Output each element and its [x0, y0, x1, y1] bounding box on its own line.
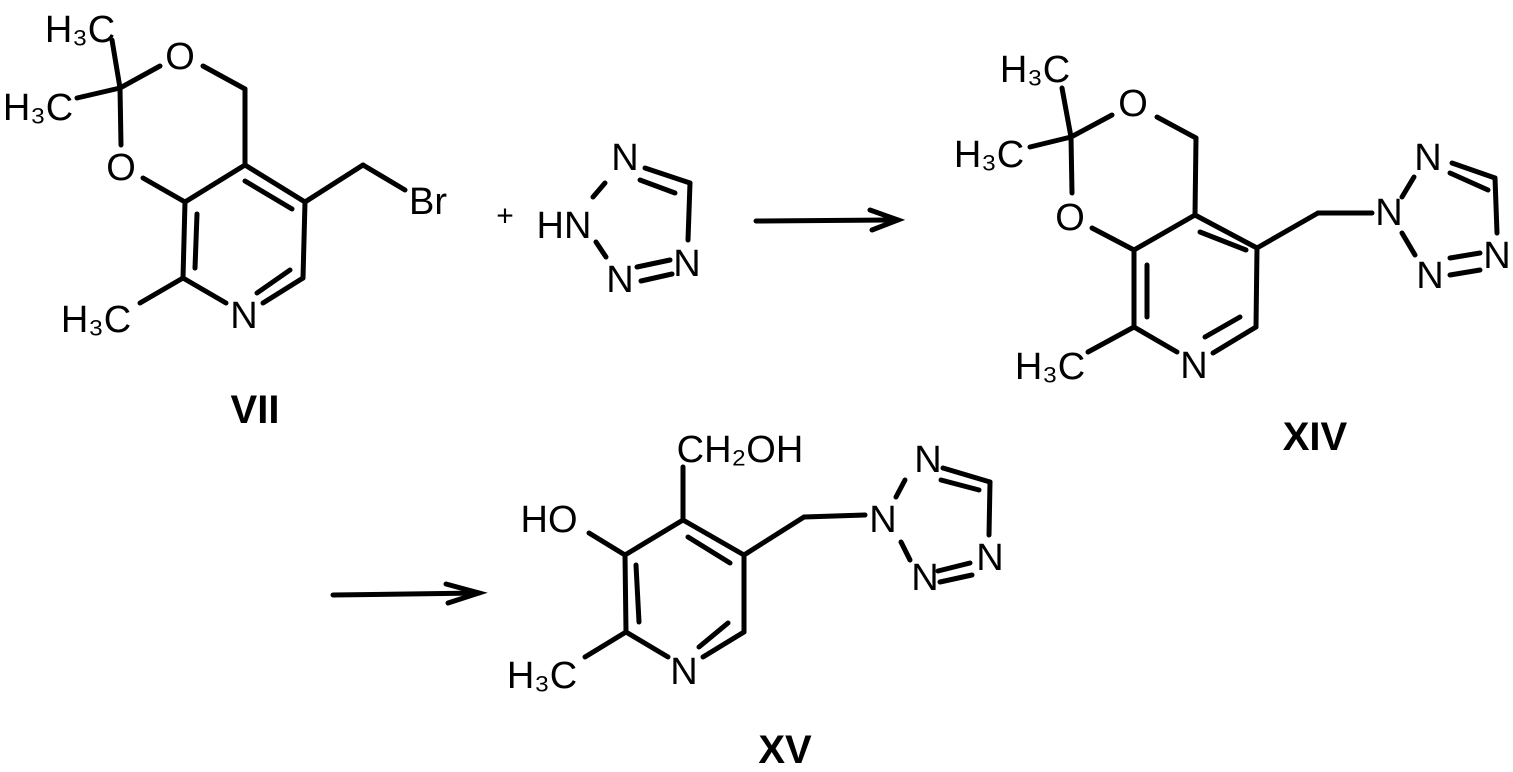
atom-label-tetrazole-n-top: N [914, 439, 941, 481]
bond-line [625, 520, 683, 555]
atom-label-nitrogen-ring: N [230, 295, 257, 337]
bond-line [593, 183, 605, 197]
compound-label-vii: VII [231, 388, 280, 432]
bond-line [183, 278, 226, 303]
atom-label-hydroxymethyl: CH₂OH [677, 429, 804, 471]
compound-vii: H₃C H₃C O O H₃C N Br VII [3, 9, 448, 432]
bond-line [245, 181, 292, 209]
atom-label-tetrazole-n-top: N [1414, 137, 1441, 179]
atom-label-nitrogen-ring: N [1180, 345, 1207, 387]
bond-line [637, 260, 670, 267]
atom-label-tetrazole-n-bottom: N [1416, 255, 1443, 297]
bond-line [989, 482, 990, 535]
atom-label-oxygen-upper: O [165, 36, 195, 78]
bond-line [143, 178, 185, 202]
atom-label-n-right: N [673, 243, 700, 285]
bond-line [938, 563, 970, 571]
bond-line [1256, 248, 1257, 327]
bond-line [1195, 138, 1196, 215]
tetrazole-reactant: N HN N N [537, 137, 701, 301]
atom-label-nh: HN [537, 205, 592, 247]
atom-label-methyl-ring: H₃C [61, 299, 131, 341]
bond-line [585, 632, 626, 657]
atom-label-hydroxy: HO [521, 499, 578, 541]
bond-line [1088, 327, 1134, 352]
bond-line [1205, 317, 1240, 337]
compound-xv: CH₂OH HO H₃C N N N N N XV [507, 429, 1004, 772]
bond-line [195, 214, 197, 268]
bond-line [1450, 253, 1480, 258]
bond-line [1257, 213, 1318, 248]
bond-line [185, 165, 245, 202]
compound-xiv: H₃C H₃C O O H₃C N N N N N XIV [954, 49, 1511, 459]
bond-line [688, 183, 690, 240]
atom-label-nitrogen-ring: N [670, 651, 697, 693]
bond-line [305, 165, 363, 202]
bond-line [120, 66, 160, 88]
bond-line [1134, 327, 1177, 352]
bond-line [625, 555, 626, 632]
atom-label-methyl-top: H₃C [45, 9, 115, 51]
atom-label-tetrazole-n-right: N [1483, 235, 1510, 277]
atom-label-methyl-ring: H₃C [1015, 346, 1085, 388]
bond-line [1402, 177, 1414, 197]
bond-line [941, 480, 979, 490]
bond-line [901, 542, 910, 560]
bond-line [1071, 115, 1112, 137]
atom-label-oxygen-lower: O [1055, 197, 1085, 239]
bond-line [120, 88, 121, 145]
bond-line [640, 180, 675, 193]
bond-line [626, 632, 668, 657]
atom-label-tetrazole-n-right: N [976, 537, 1003, 579]
bond-line [1450, 270, 1480, 275]
atom-label-tetrazole-n-bottom: N [911, 557, 938, 599]
bond-line [804, 515, 865, 517]
atom-label-oxygen-upper: O [1118, 83, 1148, 125]
bond-line [636, 565, 639, 622]
bond-line [183, 202, 185, 278]
bond-line [589, 533, 625, 555]
bonds [77, 40, 1497, 657]
atom-label-methyl-top: H₃C [1000, 49, 1070, 91]
bond-line [596, 242, 606, 257]
bond-line [303, 202, 305, 278]
bond-line [1495, 178, 1497, 233]
bond-line [641, 274, 672, 281]
bond-line [1092, 228, 1134, 250]
bond-line [756, 220, 898, 221]
bond-line [77, 88, 120, 98]
bond-line [1134, 215, 1195, 250]
plus-sign: + [496, 200, 514, 233]
atom-label-n-bottom: N [606, 259, 633, 301]
atom-label-tetrazole-n2: N [869, 499, 896, 541]
bond-line [1071, 137, 1072, 193]
atom-label-n-top: N [611, 137, 638, 179]
bond-line [333, 593, 479, 595]
atom-label-oxygen-lower: O [106, 147, 136, 189]
compound-label-xv: XV [758, 728, 812, 772]
atom-label-tetrazole-n2: N [1375, 192, 1402, 234]
bond-line [1157, 117, 1196, 138]
bond-line [645, 168, 690, 183]
bond-line [363, 165, 405, 190]
bond-line [203, 66, 245, 89]
compound-label-xiv: XIV [1283, 415, 1348, 459]
atom-label-bromine: Br [409, 181, 447, 223]
atom-label-methyl-mid: H₃C [3, 87, 73, 129]
bond-line [1030, 137, 1071, 147]
bond-line [744, 517, 804, 555]
bond-line [1402, 233, 1415, 255]
bond-line [140, 278, 183, 303]
atom-label-methyl-ring: H₃C [507, 655, 577, 697]
bond-line [896, 480, 905, 497]
bond-line [1062, 88, 1071, 137]
bond-line [940, 575, 972, 582]
atom-label-methyl-mid: H₃C [954, 134, 1024, 176]
